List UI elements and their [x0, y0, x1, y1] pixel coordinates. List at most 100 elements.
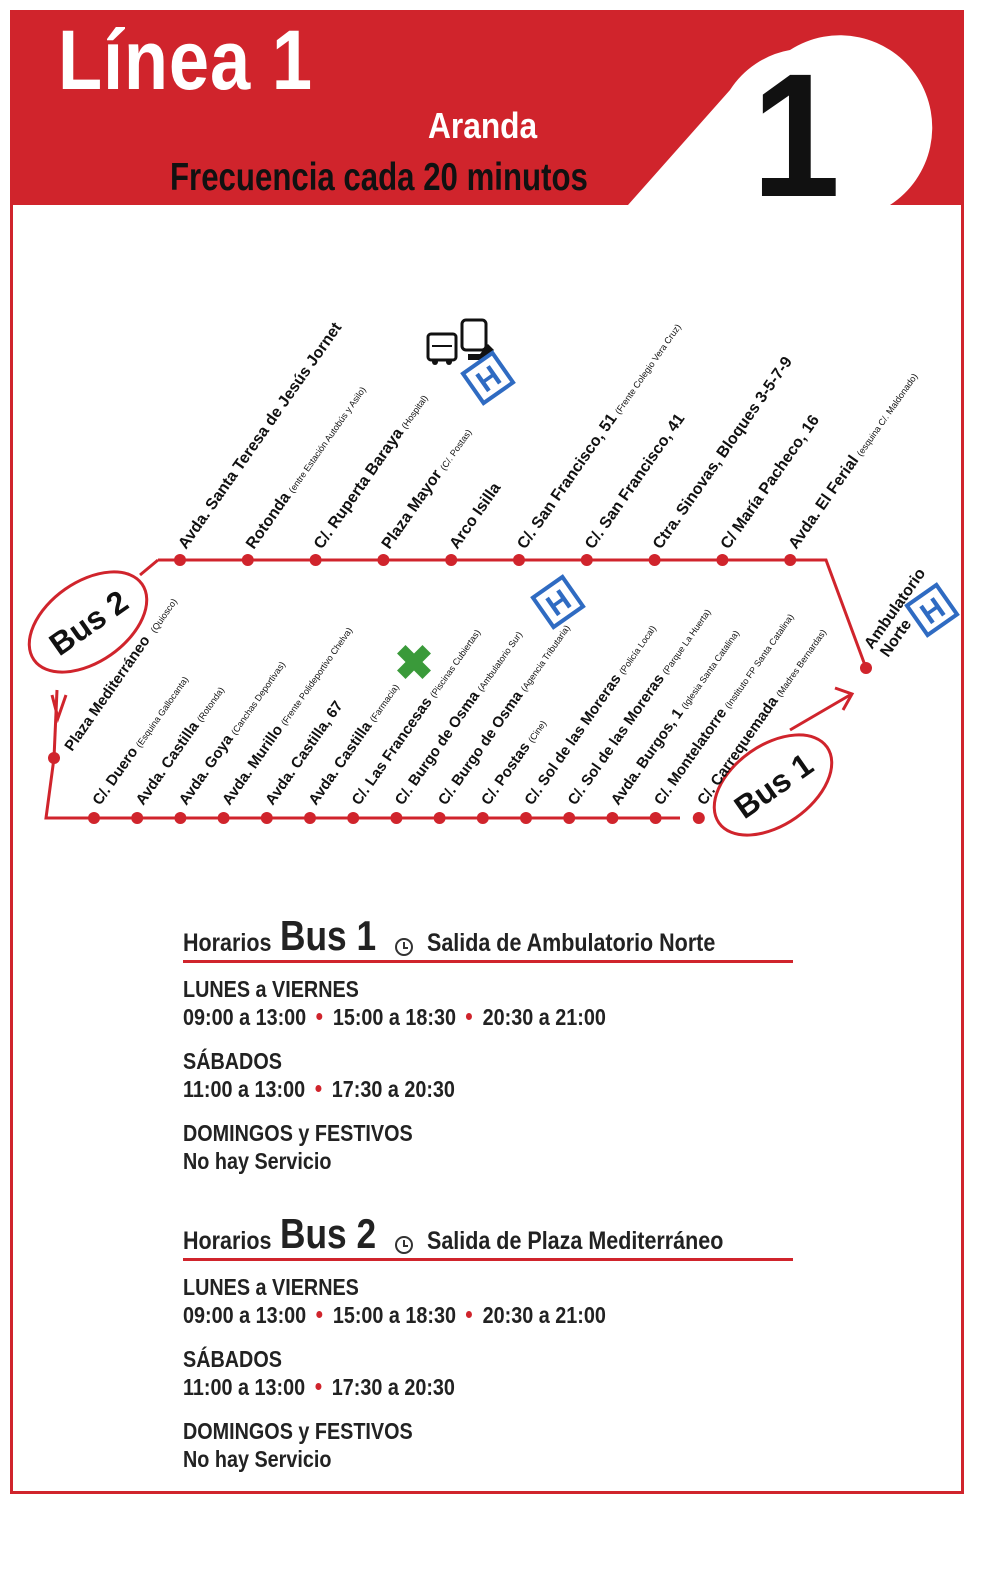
stop-name: Ctra. Sinovas, Bloques 3-5-7-9 — [650, 354, 796, 552]
time-range: 11:00 a 13:00 — [183, 1076, 306, 1102]
saturday-times: 11:00 a 13:00 17:30 a 20:30 — [183, 1075, 708, 1103]
bus-1-callout: Bus 1 — [712, 733, 834, 837]
stop-dot — [784, 554, 797, 566]
schedule-prefix: Horarios — [183, 929, 272, 957]
stop-dot — [390, 812, 403, 824]
sunday-label: DOMINGOS y FESTIVOS — [183, 1418, 413, 1444]
stop-note: (Hospital) — [399, 393, 429, 430]
schedule-bus-1: Horarios Bus 1 Salida de Ambulatorio Nor… — [183, 912, 793, 1175]
route-map: Bus 2 Bus 1 Avda. Santa Teresa de Jesús … — [27, 318, 960, 837]
top-stops: Avda. Santa Teresa de Jesús JornetRotond… — [174, 319, 922, 566]
bus-2-callout: Bus 2 — [27, 570, 149, 674]
sunday-text: No hay Servicio — [183, 1446, 332, 1472]
stop-dot — [476, 812, 489, 824]
stop-dot — [649, 812, 662, 824]
stop-dot — [513, 554, 525, 566]
frequency-text: Frecuencia cada 20 minutos — [170, 156, 588, 199]
stop-dot — [217, 812, 230, 824]
stop-dot — [131, 812, 144, 824]
sunday-block: DOMINGOS y FESTIVOS No hay Servicio — [183, 1119, 708, 1175]
saturday-label: SÁBADOS — [183, 1346, 282, 1372]
stop-name: Arco Isilla — [447, 480, 505, 552]
time-range: 17:30 a 20:30 — [331, 1374, 455, 1400]
stop-note: (Instituto FP Santa Catalina) — [723, 612, 796, 710]
stop-dot — [445, 554, 458, 566]
schedule-bus-name: Bus 2 — [280, 1210, 377, 1257]
stop-dot — [860, 662, 872, 674]
stop-label: Avda. Castilla, 67 — [262, 698, 346, 808]
stop-dot — [309, 554, 322, 566]
schedule-bus-2: Horarios Bus 2 Salida de Plaza Mediterrá… — [183, 1210, 793, 1473]
stop-dot — [241, 554, 254, 566]
stop-name: Avda. El Ferial — [786, 453, 863, 553]
stop-note: (Parque La Huerta) — [660, 607, 712, 676]
stop-dot — [347, 812, 360, 824]
time-range: 15:00 a 18:30 — [332, 1302, 457, 1328]
sunday-text: No hay Servicio — [183, 1148, 332, 1174]
stop-label: Avda. El Ferial(esquina C/. Maldonado) — [786, 369, 922, 553]
hospital-icon: H — [904, 582, 960, 638]
stop-dot — [377, 554, 390, 566]
hospital-icon: H — [530, 574, 586, 630]
stop-dot — [520, 812, 532, 824]
pharmacy-cross-icon — [397, 645, 431, 679]
time-range: 09:00 a 13:00 — [183, 1004, 307, 1030]
stop-dot — [580, 554, 593, 566]
separator-dot — [316, 1013, 323, 1021]
weekday-block: LUNES a VIERNES 09:00 a 13:00 15:00 a 18:… — [183, 975, 708, 1031]
terminal-left-note: (Quiosco) — [149, 597, 180, 635]
time-range: 09:00 a 13:00 — [183, 1302, 307, 1328]
stop-note: (Frente Colegio Vera Cruz) — [613, 322, 683, 416]
stop-dot — [174, 812, 187, 824]
separator-dot — [316, 1311, 323, 1319]
schedule-prefix: Horarios — [183, 1227, 272, 1255]
stop-dot — [174, 554, 186, 566]
schedule-departure: Salida de Plaza Mediterráneo — [427, 1227, 724, 1255]
sunday-block: DOMINGOS y FESTIVOS No hay Servicio — [183, 1417, 708, 1473]
schedule-departure: Salida de Ambulatorio Norte — [427, 929, 716, 957]
line-number: 1 — [752, 38, 841, 234]
stop-name: Avda. Castilla, 67 — [262, 698, 346, 808]
stop-note: (Cine) — [526, 719, 548, 745]
schedule-header: Horarios Bus 2 Salida de Plaza Mediterrá… — [183, 1210, 793, 1261]
weekday-block: LUNES a VIERNES 09:00 a 13:00 15:00 a 18:… — [183, 1273, 708, 1329]
stop-label: Rotonda(entre Estación Autobús y Asilo) — [243, 382, 369, 552]
separator-dot — [315, 1085, 322, 1093]
stop-dot — [260, 812, 273, 824]
time-range: 15:00 a 18:30 — [332, 1004, 457, 1030]
clock-icon — [395, 938, 413, 956]
header-band — [10, 10, 964, 205]
time-range: 17:30 a 20:30 — [331, 1076, 455, 1102]
hospital-icon: H — [460, 350, 516, 406]
time-range: 20:30 a 21:00 — [482, 1004, 606, 1030]
saturday-label: SÁBADOS — [183, 1048, 282, 1074]
stop-dot — [563, 812, 576, 824]
stop-note: (Ambulatorio Sur) — [476, 630, 525, 694]
stop-note: (Rotonda) — [195, 685, 226, 724]
stop-dot — [606, 812, 619, 824]
stop-label: Arco Isilla — [447, 480, 505, 552]
stop-dot — [304, 812, 316, 824]
stop-name: C/. Las Francesas — [349, 694, 436, 808]
weekday-label: LUNES a VIERNES — [183, 976, 359, 1002]
stop-note: (Agencia Tributaria) — [519, 623, 572, 693]
schedule-header: Horarios Bus 1 Salida de Ambulatorio Nor… — [183, 912, 793, 963]
stop-note: (esquina C/. Maldonado) — [855, 372, 920, 458]
clock-icon — [395, 1236, 413, 1254]
stop-note: (Piscinas Cubiertas) — [428, 628, 482, 700]
stop-label: Ctra. Sinovas, Bloques 3-5-7-9 — [650, 354, 796, 552]
stop-dot — [48, 752, 60, 764]
separator-dot — [466, 1311, 473, 1319]
stop-note: (Canchas Deportivas) — [229, 660, 287, 737]
stop-dot — [716, 554, 729, 566]
schedule-bus-name: Bus 1 — [280, 912, 377, 959]
weekday-label: LUNES a VIERNES — [183, 1274, 359, 1300]
stop-dot — [692, 812, 705, 824]
sunday-label: DOMINGOS y FESTIVOS — [183, 1120, 413, 1146]
bottom-stops: C/. Duero(Esquina Gallocanta)Avda. Casti… — [88, 607, 828, 824]
stop-name: Rotonda — [243, 489, 294, 552]
saturday-block: SÁBADOS 11:00 a 13:00 17:30 a 20:30 — [183, 1047, 708, 1103]
stop-note: (Madres Bernardas) — [774, 627, 828, 698]
